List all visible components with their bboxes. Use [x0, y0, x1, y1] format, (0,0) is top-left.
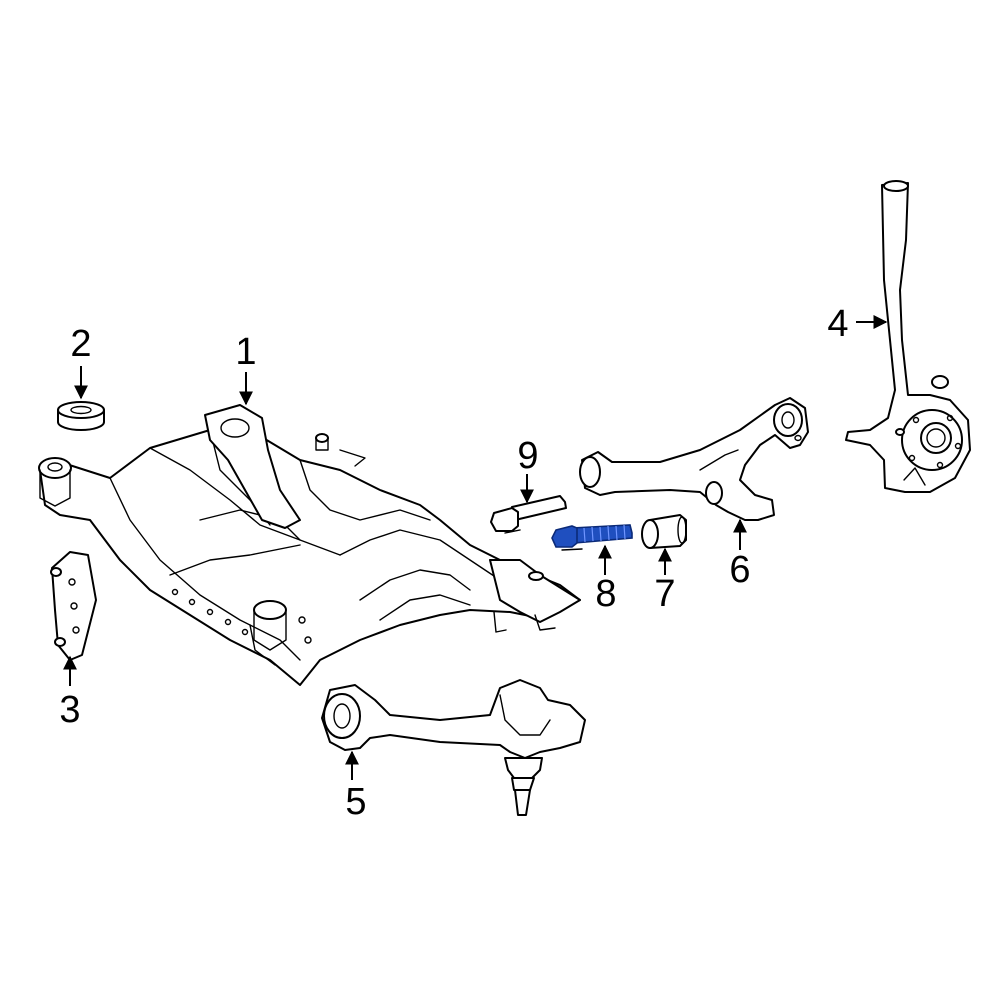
part-3-bracket[interactable] — [50, 551, 97, 661]
callout-8: 8 — [595, 573, 616, 615]
part-9-bolt[interactable] — [490, 495, 567, 534]
part-7-bushing[interactable] — [641, 514, 687, 549]
callout-5: 5 — [345, 781, 366, 823]
callout-9: 9 — [517, 435, 538, 477]
part-2-washer[interactable] — [57, 401, 105, 431]
part-1-subframe[interactable] — [38, 404, 581, 686]
callout-2: 2 — [70, 323, 91, 365]
callout-1: 1 — [235, 331, 256, 373]
part-5-upper-control-arm[interactable] — [321, 679, 586, 816]
part-6-lower-control-arm[interactable] — [579, 397, 809, 521]
part-8-bolt-highlighted[interactable] — [551, 524, 633, 551]
callout-3: 3 — [59, 689, 80, 731]
part-4-knuckle[interactable] — [845, 180, 971, 493]
callout-7: 7 — [654, 573, 675, 615]
callout-6: 6 — [729, 549, 750, 591]
callout-4: 4 — [827, 303, 848, 345]
